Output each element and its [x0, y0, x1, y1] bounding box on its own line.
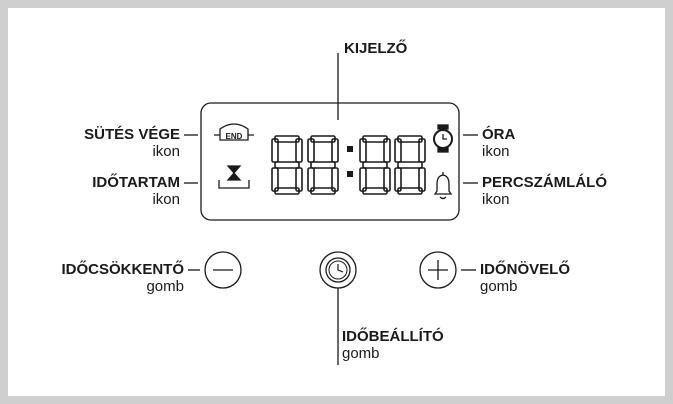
end-of-cooking-sub: ikon	[152, 143, 180, 160]
duration-sub: ikon	[152, 191, 180, 208]
display-segment	[394, 167, 402, 192]
time-decrease-label: IDŐCSÖKKENTŐ gomb	[8, 261, 184, 295]
time-setting-title: IDŐBEÁLLÍTÓ	[342, 328, 444, 345]
duration-label: IDŐTARTAM ikon	[8, 174, 180, 208]
display-digit	[394, 135, 426, 195]
display-segment	[274, 161, 300, 169]
minute-minder-sub: ikon	[482, 191, 510, 208]
seven-segment-digits	[271, 135, 426, 195]
time-decrease-button[interactable]	[204, 251, 242, 289]
minute-minder-label: PERCSZÁMLÁLÓ ikon	[482, 174, 607, 208]
clock-sub: ikon	[482, 143, 510, 160]
time-increase-title: IDŐNÖVELŐ	[480, 261, 571, 278]
display-segment	[394, 138, 402, 163]
time-decrease-title: IDŐCSÖKKENTŐ	[61, 261, 184, 278]
display-segment	[383, 138, 391, 163]
time-increase-button[interactable]	[419, 251, 457, 289]
bell-icon	[433, 172, 453, 200]
clock-title: ÓRA	[482, 126, 516, 143]
display-segment	[383, 167, 391, 192]
display-segment	[331, 167, 339, 192]
display-segment	[418, 138, 426, 163]
display-colon	[347, 146, 353, 177]
end-of-cooking-title: SÜTÉS VÉGE	[84, 126, 180, 143]
display-segment	[359, 138, 367, 163]
time-increase-label: IDŐNÖVELŐ gomb	[480, 261, 570, 295]
display-digit	[307, 135, 339, 195]
display-digit	[271, 135, 303, 195]
end-pot-icon: END	[214, 123, 254, 141]
diagram-svg: END	[184, 53, 478, 365]
control-panel-diagram: END	[8, 8, 665, 396]
hourglass-pot-icon	[218, 165, 250, 189]
display-segment	[295, 138, 303, 163]
svg-text:END: END	[226, 132, 243, 141]
clock-label: ÓRA ikon	[482, 126, 515, 160]
display-segment	[307, 167, 315, 192]
clock-button-icon	[325, 257, 351, 283]
display-segment	[359, 167, 367, 192]
minute-minder-title: PERCSZÁMLÁLÓ	[482, 174, 607, 191]
time-setting-sub: gomb	[342, 345, 380, 362]
display-label: KIJELZŐ	[344, 40, 407, 57]
display-segment	[362, 161, 388, 169]
display-segment	[307, 138, 315, 163]
display-frame	[200, 102, 460, 221]
time-setting-button[interactable]	[319, 251, 357, 289]
time-increase-sub: gomb	[480, 278, 518, 295]
display-segment	[310, 161, 336, 169]
display-label-title: KIJELZŐ	[344, 40, 408, 57]
display-segment	[331, 138, 339, 163]
clock-icon	[433, 124, 453, 153]
duration-title: IDŐTARTAM	[92, 174, 180, 191]
display-segment	[271, 138, 279, 163]
end-of-cooking-label: SÜTÉS VÉGE ikon	[8, 126, 180, 160]
plus-icon	[428, 260, 448, 280]
time-setting-label: IDŐBEÁLLÍTÓ gomb	[342, 328, 444, 362]
time-decrease-sub: gomb	[146, 278, 184, 295]
display-segment	[295, 167, 303, 192]
display-digit	[359, 135, 391, 195]
display-segment	[418, 167, 426, 192]
display-segment	[397, 161, 423, 169]
display-segment	[271, 167, 279, 192]
